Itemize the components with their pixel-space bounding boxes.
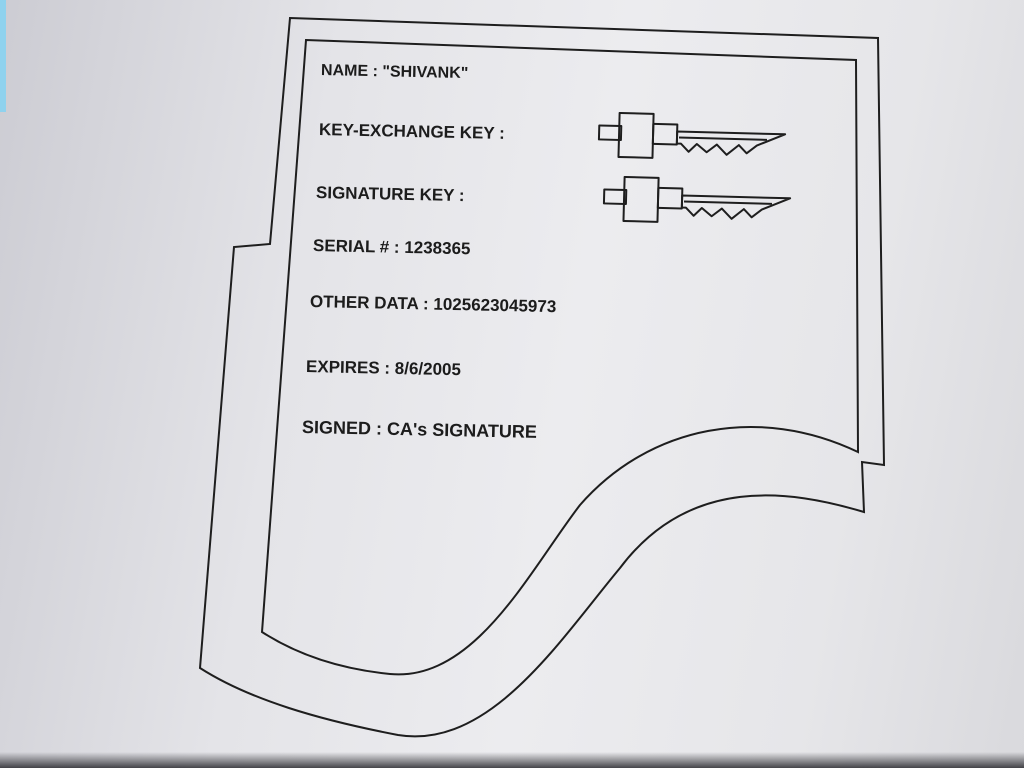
key-icon: [602, 176, 792, 223]
key-icon: [597, 112, 787, 159]
serial-number-field: SERIAL # : 1238365: [312, 236, 471, 259]
signature-key-label: SIGNATURE KEY :: [315, 183, 465, 206]
accent-bar: [0, 0, 6, 112]
name-field: NAME : "SHIVANK": [320, 62, 469, 83]
expiration-field: EXPIRES : 8/6/2005: [305, 357, 462, 380]
bottom-edge-shadow: [0, 752, 1024, 768]
key-exchange-key-label: KEY-EXCHANGE KEY :: [318, 120, 505, 143]
